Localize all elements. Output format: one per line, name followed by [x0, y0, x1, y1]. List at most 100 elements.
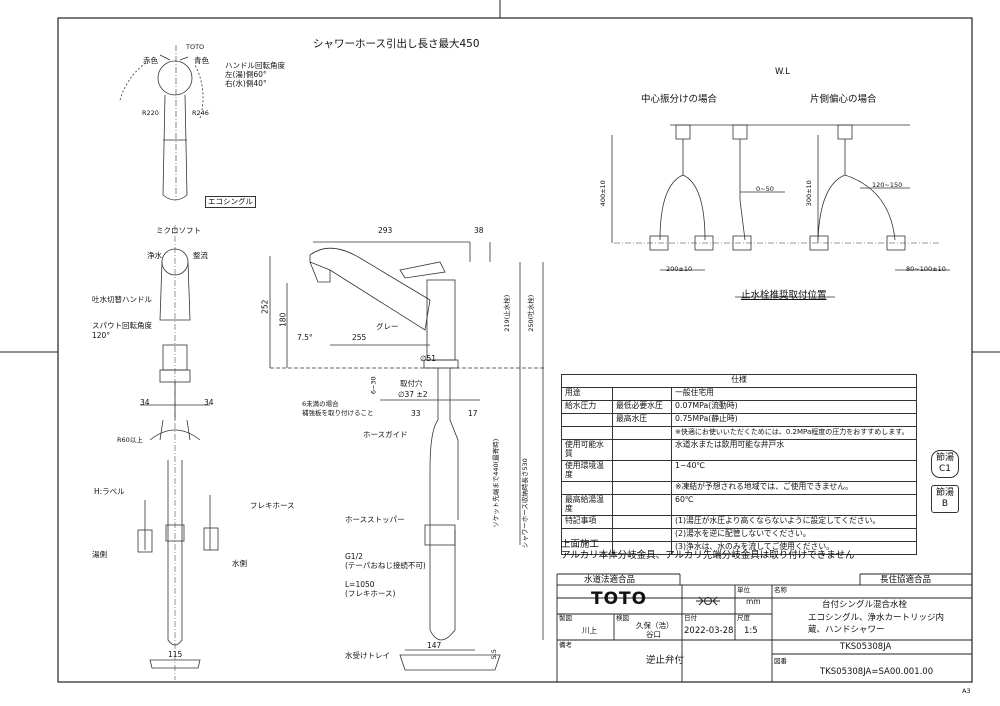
- product-name-1: 台付シングル混合水栓: [822, 600, 908, 610]
- dim-38: 38: [474, 226, 484, 235]
- dim-200: 200±10: [666, 265, 693, 273]
- angle-7-5: 7.5°: [297, 333, 313, 342]
- product-name-2: エコシングル、浄水カートリッジ内: [808, 613, 945, 623]
- top-install-note: 上面施工: [561, 539, 600, 550]
- shower-mode-label: 整流: [193, 251, 208, 260]
- offset-case-label: 片側偏心の場合: [810, 94, 877, 105]
- drawn-label: 製図: [559, 614, 572, 622]
- spec-row: 使用可能水質水道水または飲用可能な井戸水: [561, 439, 917, 461]
- spout-angle-value: 120°: [92, 331, 111, 340]
- hot-side-label: 湯側: [92, 550, 107, 559]
- water-act-label: 水道法適合品: [584, 575, 636, 585]
- dim-0-50: 0~50: [756, 185, 774, 193]
- r60-label: R60以上: [117, 436, 143, 444]
- blue-label: 青色: [194, 56, 209, 65]
- socket-dim: ソケット先端まで440(最寄時): [492, 438, 501, 528]
- switch-handle-label: 吐水切替ハンドル: [92, 295, 152, 304]
- long-life-label: 長住協適合品: [880, 575, 932, 585]
- spec-row: (3)浄水は、水のみを流してご使用ください。: [561, 540, 917, 555]
- spec-row: 特記事項(1)湯圧が水圧より高くならないように設定してください。: [561, 514, 917, 529]
- alkali-note: アルカリ本体分岐金具、アルカリ先端分岐金具は取り付けできません: [561, 550, 855, 561]
- dim-255: 255: [352, 333, 367, 342]
- red-label: 赤色: [143, 56, 158, 65]
- toto-logo: TOTO: [591, 589, 648, 609]
- tray-label: 水受けトレイ: [345, 651, 390, 660]
- hole-label: 取付穴: [400, 379, 423, 388]
- drawing-number-label: 図番: [774, 657, 787, 665]
- l1050-label: L=1050: [345, 580, 375, 589]
- drawing-number: TKS05308JA=SA00.001.00: [820, 667, 934, 677]
- check-value-1: 久保（浩）: [636, 621, 674, 630]
- dim-5-5: 5.5: [489, 649, 498, 660]
- name-label: 名称: [774, 586, 787, 594]
- faucet-symbol-icon: [696, 596, 720, 606]
- scale-label: 尺度: [737, 614, 750, 622]
- dim-219: 219(止水栓): [503, 294, 512, 332]
- dim-33: 33: [411, 409, 421, 418]
- dim-17: 17: [468, 409, 478, 418]
- hot-label-tag: H:ラベル: [94, 487, 125, 496]
- dim-147: 147: [427, 641, 442, 650]
- spec-row: ※快適にお使いいただくためには、0.2MPa程度の圧力をおすすめします。: [561, 426, 917, 440]
- eco-single-label: エコシングル: [205, 196, 256, 208]
- wl-label: W.L: [775, 67, 790, 77]
- dim-120-150: 120~150: [872, 181, 903, 189]
- unit-label: 単位: [737, 586, 750, 594]
- water-side-label: 水側: [232, 559, 247, 568]
- spec-row: 用途一般住宅用: [561, 387, 917, 401]
- spec-header: 仕様: [561, 374, 917, 388]
- dim-34-right: 34: [204, 398, 214, 407]
- check-value-2: 谷口: [646, 630, 661, 639]
- model-number: TKS05308JA: [840, 642, 892, 652]
- right-angle-label: 右(水)側40°: [225, 79, 267, 88]
- dim-252: 252: [260, 299, 270, 314]
- unit-value: mm: [746, 597, 761, 606]
- dim-51: ∅51: [420, 354, 437, 363]
- dim-293: 293: [378, 226, 393, 235]
- date-label: 日付: [684, 614, 697, 622]
- r220-label: R220: [142, 109, 159, 117]
- dim-6-30: 6~30: [369, 376, 378, 395]
- l1050-note: (フレキホース): [345, 589, 396, 598]
- dim-34-left: 34: [140, 398, 150, 407]
- water-saving-c1-badge: 節湯 C1: [931, 450, 959, 478]
- scale-value: 1:5: [744, 626, 758, 636]
- r246-label: R246: [192, 109, 209, 117]
- dim-400: 400±10: [598, 180, 607, 207]
- hose-guide-label: ホースガイド: [363, 430, 408, 439]
- drawn-value: 川上: [582, 626, 597, 635]
- thin-plate-note-1: 6未満の場合: [302, 400, 339, 408]
- hose-stopper-label: ホースストッパー: [345, 515, 405, 524]
- hose-length-dim: シャワーホース収納時長さ530: [520, 458, 529, 549]
- product-name-3: 蔵、ハンドシャワー: [808, 625, 885, 635]
- check-label: 検図: [616, 614, 629, 622]
- center-case-label: 中心振分けの場合: [641, 94, 718, 105]
- spout-angle-label: スパウト回転角度: [92, 321, 152, 330]
- g12-label: G1/2: [345, 552, 363, 561]
- spec-row: ※凍結が予想される地域では、ご使用できません。: [561, 480, 917, 495]
- purified-label: 浄水: [147, 251, 162, 260]
- handle-angle-label: ハンドル回転角度: [225, 61, 285, 70]
- flexi-hose-label: フレキホース: [250, 501, 295, 510]
- date-value: 2022-03-28: [684, 626, 734, 636]
- remarks-value: 逆止弁付: [646, 655, 685, 666]
- thin-plate-note-2: 補強板を取り付けること: [302, 409, 374, 417]
- spec-row: (2)湯水を逆に配管しないでください。: [561, 527, 917, 542]
- water-saving-b-badge: 節湯 B: [931, 485, 959, 513]
- g12-note: (テーパおねじ接続不可): [345, 561, 426, 570]
- valve-position-caption: 止水栓推奨取付位置: [741, 290, 827, 301]
- dim-300: 300±10: [804, 180, 813, 207]
- toto-small-label: TOTO: [186, 43, 205, 51]
- dim-80-100: 80~100±10: [906, 265, 946, 273]
- hole-dia-label: ∅37 ±2: [398, 390, 428, 399]
- left-angle-label: 左(湯)側60°: [225, 70, 267, 79]
- dim-250: 250(吐水栓): [527, 294, 536, 332]
- remarks-label: 備考: [559, 641, 572, 649]
- dim-115: 115: [168, 650, 183, 659]
